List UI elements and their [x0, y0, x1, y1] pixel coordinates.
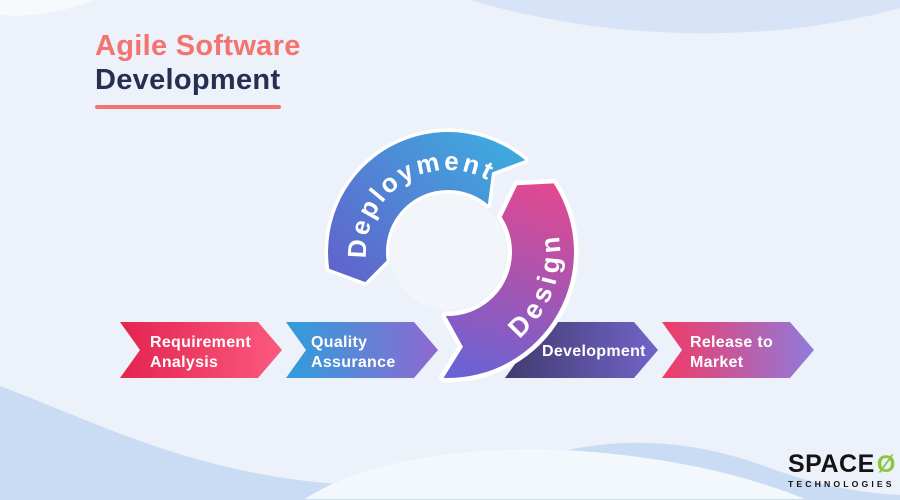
logo-slashed-o-icon: Ø [876, 450, 896, 478]
logo-tagline-text: TECHNOLOGIES [788, 479, 895, 489]
logo-brand-text: SPACE [788, 450, 875, 478]
cycle-ring: Deployment Design [324, 128, 579, 383]
step-label-requirement-analysis: Requirement Analysis [150, 334, 256, 371]
pipeline-row: Requirement Analysis Quality Assurance D… [120, 322, 814, 378]
top-band-wave [470, 0, 900, 34]
pipeline-step-release-to-market [662, 322, 814, 378]
cycle-arc-design [439, 178, 579, 383]
top-left-blob [0, 0, 95, 16]
title-accent-line: Agile Software [95, 30, 301, 62]
page-title: Agile Software Development [95, 30, 301, 109]
title-underline [95, 105, 281, 109]
step-label-development: Development [542, 343, 646, 360]
cycle-center-hole [390, 194, 506, 310]
pipeline-step-quality-assurance [286, 322, 438, 378]
step-label-release-to-market: Release to Market [690, 334, 778, 371]
brand-logo: SPACE Ø TECHNOLOGIES [788, 450, 896, 490]
pipeline-step-requirement-analysis [120, 322, 282, 378]
step-label-quality-assurance: Quality Assurance [311, 334, 396, 371]
bottom-light-blob [305, 449, 805, 499]
cycle-arc-deployment [324, 128, 529, 286]
title-main-line: Development [95, 64, 281, 96]
